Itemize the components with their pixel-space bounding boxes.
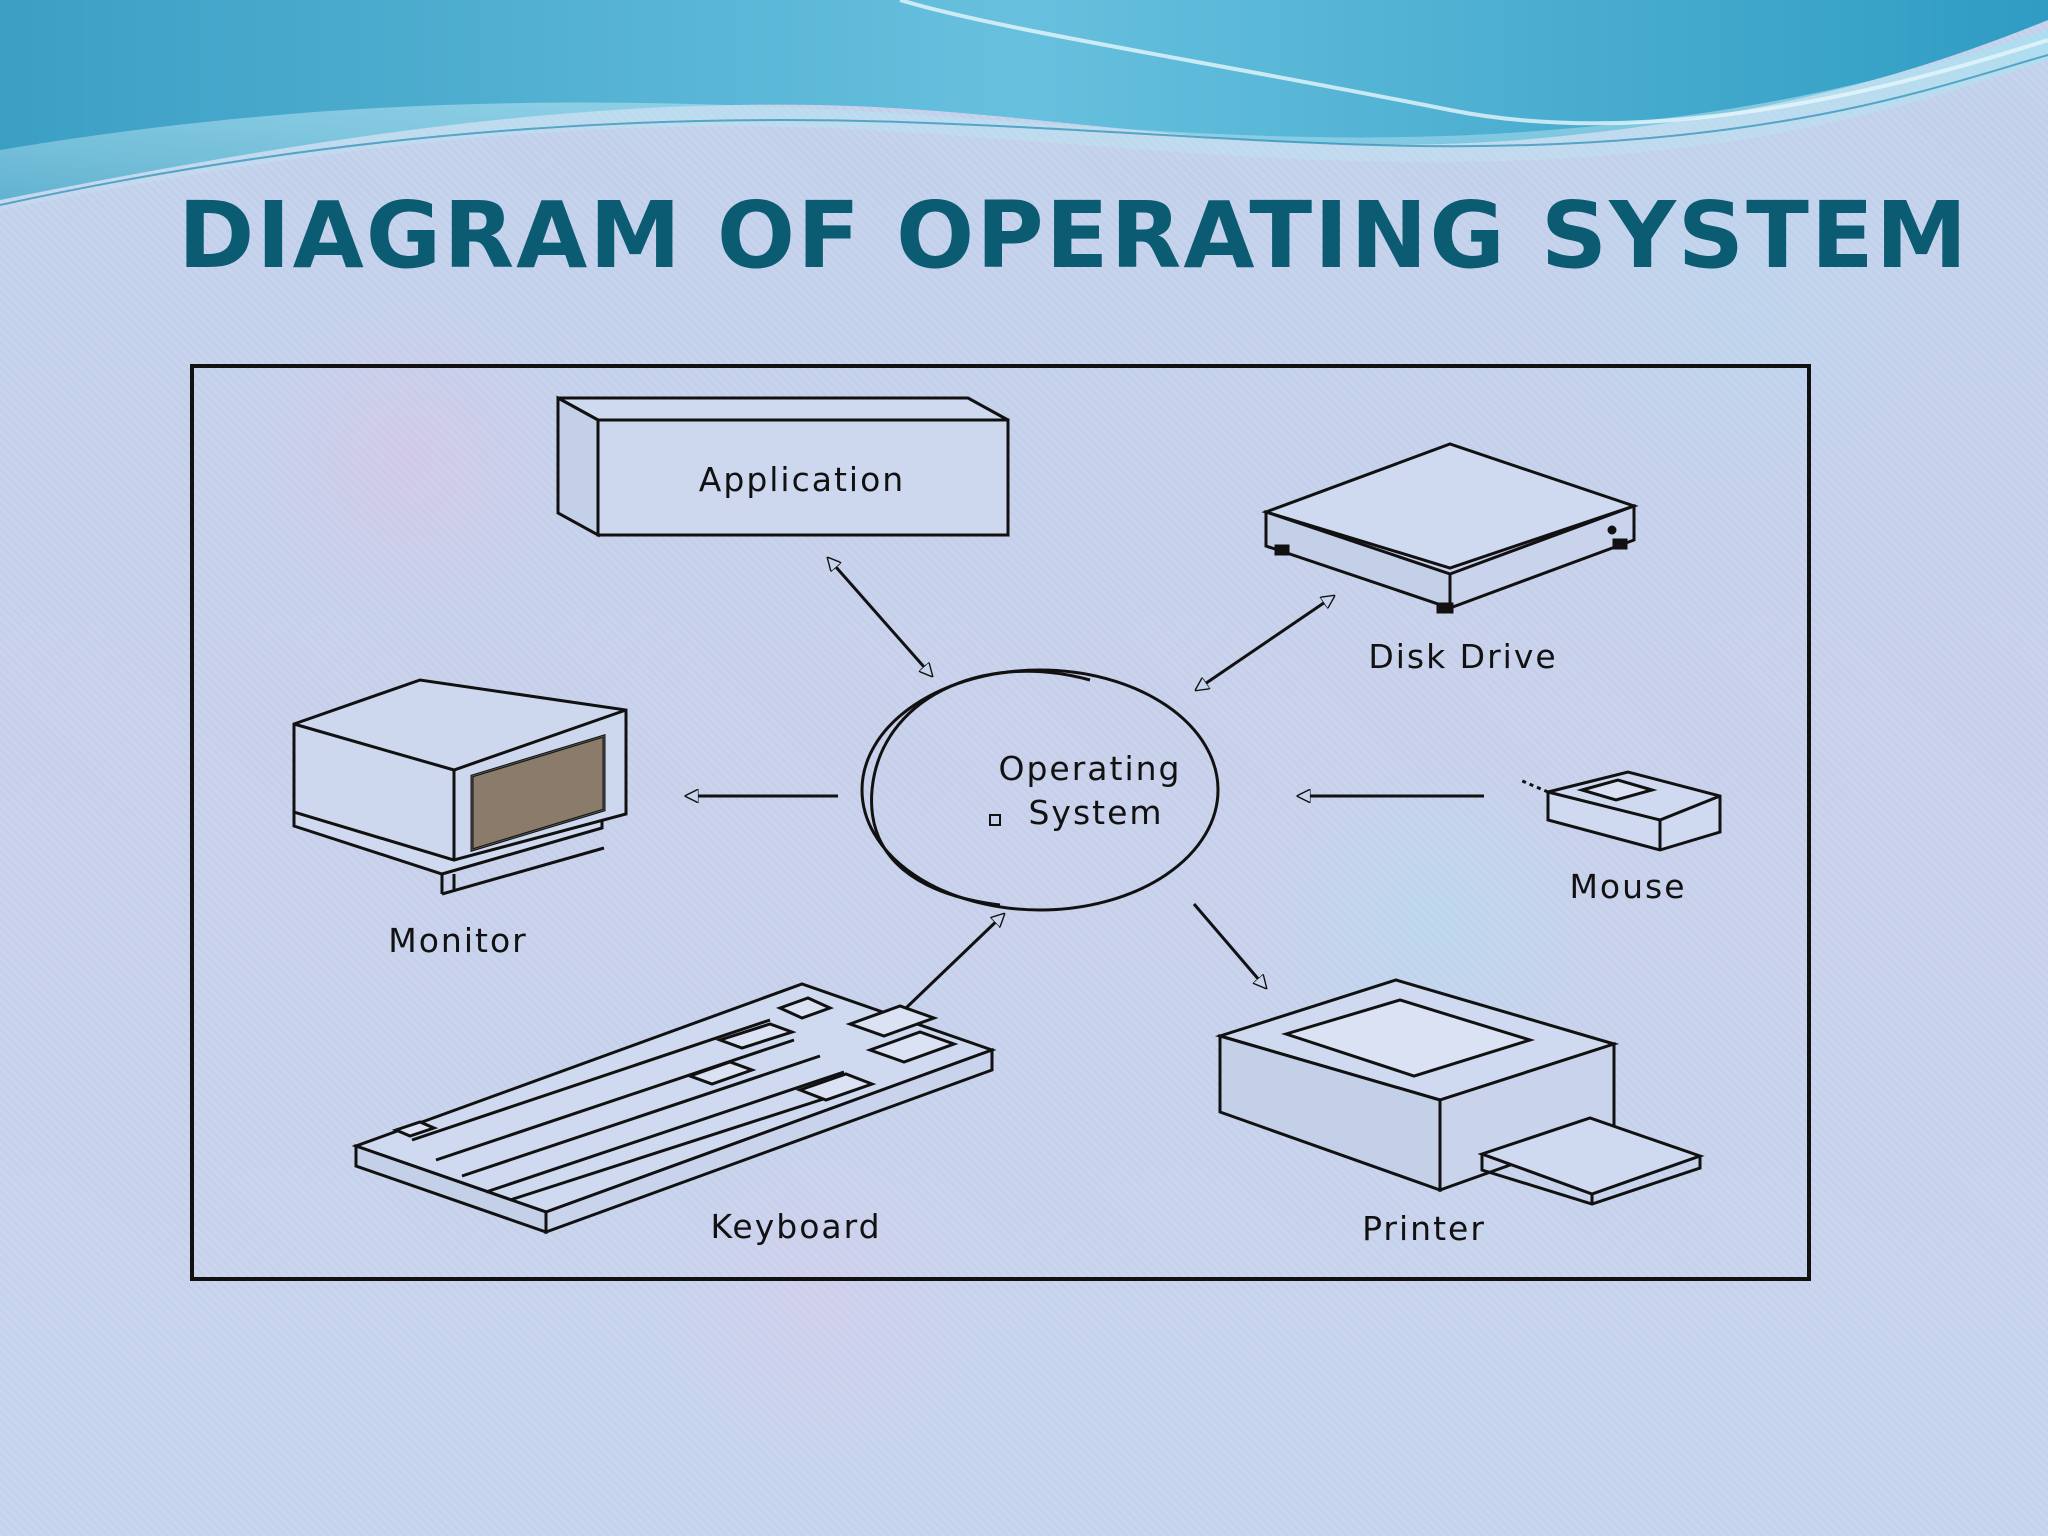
slide-title: DIAGRAM OF OPERATING SYSTEM bbox=[178, 182, 1970, 289]
arrow-application-os bbox=[828, 558, 932, 676]
disk-drive-node bbox=[1261, 442, 1639, 614]
arrow-os-printer bbox=[1192, 903, 1266, 988]
printer-node bbox=[1214, 978, 1705, 1206]
keyboard-label: Keyboard bbox=[710, 1207, 881, 1246]
keyboard-node bbox=[351, 982, 997, 1235]
monitor-label: Monitor bbox=[388, 921, 527, 960]
mouse-label: Mouse bbox=[1569, 867, 1686, 906]
disk-drive-label: Disk Drive bbox=[1368, 637, 1557, 676]
header-wave-decoration bbox=[0, 0, 2048, 210]
os-label-line1: Operating bbox=[999, 749, 1182, 788]
printer-label: Printer bbox=[1362, 1209, 1486, 1248]
arrow-diskdrive-os bbox=[1196, 596, 1334, 690]
monitor-node bbox=[292, 678, 628, 896]
os-label-line2: System bbox=[1028, 793, 1163, 832]
os-cursor-mark bbox=[989, 814, 1001, 826]
arrow-keyboard-os bbox=[904, 914, 1004, 1010]
mouse-node bbox=[1519, 770, 1722, 852]
application-node bbox=[556, 395, 1010, 538]
diagram-frame bbox=[190, 364, 1811, 1281]
operating-system-node bbox=[860, 668, 1220, 912]
application-label: Application bbox=[699, 460, 905, 499]
